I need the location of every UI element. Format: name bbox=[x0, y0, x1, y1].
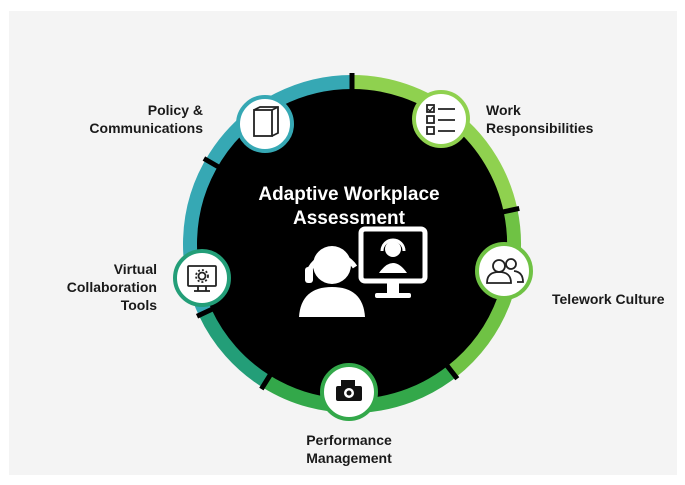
performance-badge bbox=[320, 363, 378, 421]
people-illustration-icon bbox=[299, 226, 428, 317]
center-title: Adaptive Workplace Assessment bbox=[258, 184, 440, 229]
center-disc bbox=[184, 76, 520, 412]
ring-gap bbox=[259, 372, 274, 391]
assessment-ring bbox=[173, 73, 533, 421]
label-performance: Performance Management bbox=[306, 432, 392, 466]
ring-gap bbox=[202, 156, 221, 170]
policy-badge bbox=[236, 95, 294, 153]
book-icon bbox=[253, 106, 279, 137]
camera-icon bbox=[336, 380, 362, 401]
users-icon bbox=[486, 258, 524, 284]
work-badge bbox=[412, 90, 470, 148]
virtual-badge bbox=[173, 249, 231, 307]
monitor-gear-icon bbox=[187, 265, 217, 292]
telework-badge bbox=[475, 242, 533, 300]
ring-gap bbox=[501, 206, 520, 215]
label-telework: Telework Culture bbox=[552, 291, 665, 307]
diagram-canvas: Adaptive Workplace Assessment Policy & C… bbox=[9, 11, 677, 475]
ring-gap bbox=[444, 363, 460, 381]
ring-segment-virtual bbox=[198, 309, 271, 388]
checklist-icon bbox=[426, 104, 455, 135]
label-virtual: Virtual Collaboration Tools bbox=[66, 261, 157, 313]
label-work: Work Responsibilities bbox=[486, 102, 594, 136]
label-policy: Policy & Communications bbox=[89, 102, 203, 136]
ring-gap bbox=[195, 306, 215, 319]
